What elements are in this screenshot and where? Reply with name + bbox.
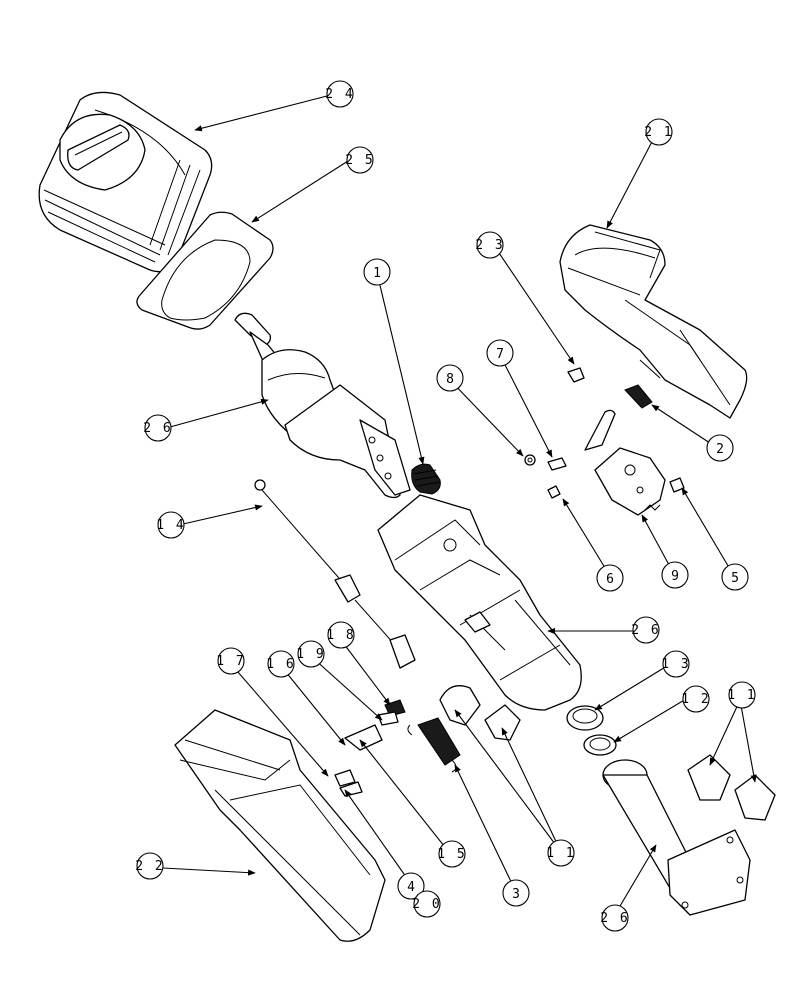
callout-23: 2 3 <box>475 231 504 259</box>
callout-11-left-label: 1 1 <box>546 846 575 861</box>
callout-24-label: 2 4 <box>325 87 354 102</box>
spring-part-2 <box>624 384 653 409</box>
shaft-column-part-26-upper <box>234 312 411 499</box>
spring-part-3 <box>407 717 461 773</box>
cover-part-21 <box>559 224 748 419</box>
boot-bellows-part-24 <box>38 91 213 273</box>
callout-21: 2 1 <box>644 118 673 146</box>
callout-23-label: 2 3 <box>475 238 504 253</box>
callout-6-label: 6 <box>606 572 616 587</box>
callout-14-label: 1 4 <box>156 518 185 533</box>
tube-flange-part-26-lower <box>602 759 751 916</box>
callout-12-label: 1 2 <box>681 692 710 707</box>
callout-4-label: 4 <box>407 880 417 895</box>
callout-26-lower-label: 2 6 <box>600 911 629 926</box>
callout-21-label: 2 1 <box>644 125 673 140</box>
callout-26-middle-label: 2 6 <box>631 623 660 638</box>
housing-part-26-middle <box>377 494 582 711</box>
ratchet-lever-part-9 <box>584 409 666 516</box>
callout-22: 2 2 <box>135 852 164 880</box>
callout-14: 1 4 <box>156 511 185 539</box>
gasket-plate-part-25 <box>136 211 274 330</box>
callout-13-label: 1 3 <box>661 657 690 672</box>
callout-7-label: 7 <box>496 347 506 362</box>
callout-5-label: 5 <box>731 571 741 586</box>
small-parts-cluster <box>334 699 406 797</box>
callout-22-label: 2 2 <box>135 859 164 874</box>
pin-part-7 <box>547 457 567 471</box>
callout-6: 6 <box>596 564 624 592</box>
callout-9: 9 <box>661 561 689 589</box>
callout-26-upper-label: 2 6 <box>143 421 172 436</box>
screw-part-23 <box>567 367 585 383</box>
callout-11-right: 1 1 <box>727 681 756 709</box>
callout-11-right-label: 1 1 <box>727 688 756 703</box>
callout-19: 1 9 <box>296 640 325 668</box>
callout-17-label: 1 7 <box>216 654 245 669</box>
ring-part-12 <box>583 734 617 756</box>
cable-rod-part-14 <box>254 479 416 669</box>
clip-pair-part-11-right <box>687 754 776 821</box>
callout-26-upper: 2 6 <box>143 414 172 442</box>
callout-25-label: 2 5 <box>345 153 374 168</box>
callout-9-label: 9 <box>671 569 681 584</box>
callout-17: 1 7 <box>216 647 245 675</box>
callout-5: 5 <box>721 563 749 591</box>
leader-lines <box>162 95 757 919</box>
pin-part-6 <box>547 485 561 499</box>
callout-11-left: 1 1 <box>546 839 575 867</box>
callout-26-middle: 2 6 <box>631 616 660 644</box>
callout-12: 1 2 <box>681 685 710 713</box>
spring-part-1 <box>411 463 441 495</box>
callout-8: 8 <box>436 364 464 392</box>
callout-7: 7 <box>486 339 514 367</box>
callout-15-label: 1 5 <box>437 847 466 862</box>
callout-3-label: 3 <box>512 887 522 902</box>
callout-4: 4 <box>397 872 425 900</box>
callout-13: 1 3 <box>661 650 690 678</box>
callout-16: 1 6 <box>266 650 295 678</box>
ring-part-13 <box>566 705 604 731</box>
callout-1-top-label: 1 <box>373 266 383 281</box>
callout-16-label: 1 6 <box>266 657 295 672</box>
callout-20-label: 2 0 <box>412 897 441 912</box>
clip-pair-part-11-left <box>439 685 521 741</box>
callout-15: 1 5 <box>437 840 466 868</box>
callout-2: 2 <box>706 434 734 462</box>
cover-part-22 <box>174 709 386 942</box>
screw-part-5 <box>669 477 685 493</box>
clip-part-8 <box>524 454 536 466</box>
callout-2-label: 2 <box>716 442 726 457</box>
callout-3: 3 <box>502 879 530 907</box>
callout-20: 2 0 <box>412 890 441 918</box>
callout-8-label: 8 <box>446 372 456 387</box>
callout-1-top: 1 <box>363 258 391 286</box>
callout-18: 1 8 <box>326 621 355 649</box>
callout-19-label: 1 9 <box>296 647 325 662</box>
callout-18-label: 1 8 <box>326 628 355 643</box>
callout-24: 2 4 <box>325 80 354 108</box>
callout-25: 2 5 <box>345 146 374 174</box>
callout-26-lower: 2 6 <box>600 904 629 932</box>
